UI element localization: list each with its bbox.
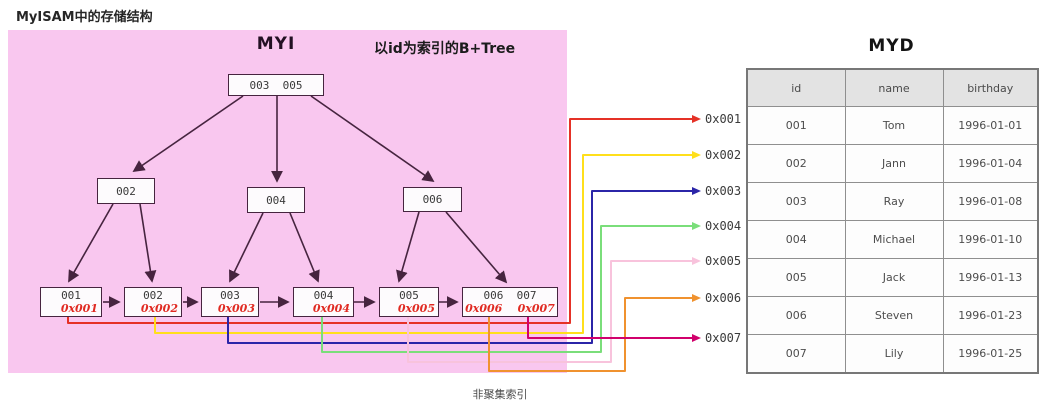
record-pointer-arrowheads bbox=[692, 115, 701, 342]
table-cell: 004 bbox=[746, 220, 846, 259]
column-header-name: name bbox=[844, 68, 944, 107]
table-header-row: id name birthday bbox=[746, 68, 1039, 107]
leaf-key: 005 bbox=[399, 289, 419, 302]
table-cell: Lily bbox=[844, 334, 944, 374]
btree-leaf-node: 002 0x002 bbox=[124, 287, 182, 317]
table-cell: Jack bbox=[844, 258, 944, 297]
leaf-record-address: 0x005 bbox=[397, 302, 435, 315]
table-cell: Michael bbox=[844, 220, 944, 259]
leaf-record-address: 0x004 bbox=[312, 302, 350, 315]
leaf-key: 002 bbox=[143, 289, 163, 302]
btree-leaf-node: 005 0x005 bbox=[379, 287, 439, 317]
address-label: 0x004 bbox=[705, 219, 742, 233]
btree-leaf-node: 006 007 0x006 0x007 bbox=[462, 287, 558, 317]
table-cell: 1996-01-08 bbox=[942, 182, 1039, 221]
myd-file-title: MYD bbox=[868, 36, 915, 56]
btree-internal-node: 004 bbox=[247, 187, 305, 213]
diagram-caption: 非聚集索引 bbox=[472, 388, 528, 401]
table-cell: 1996-01-04 bbox=[942, 144, 1039, 183]
leaf-record-address: 0x006 0x007 bbox=[465, 302, 555, 315]
table-cell: 001 bbox=[746, 106, 846, 145]
leaf-key: 001 bbox=[61, 289, 81, 302]
table-cell: 1996-01-13 bbox=[942, 258, 1039, 297]
btree-subtitle: 以id为索引的B+Tree bbox=[374, 41, 516, 57]
address-label: 0x002 bbox=[705, 148, 742, 162]
table-cell: Ray bbox=[844, 182, 944, 221]
btree-internal-node: 006 bbox=[403, 187, 462, 212]
leaf-record-address: 0x002 bbox=[140, 302, 178, 315]
btree-root-node: 003 005 bbox=[228, 74, 324, 96]
myi-file-title: MYI bbox=[256, 34, 296, 54]
btree-leaf-node: 004 0x004 bbox=[293, 287, 354, 317]
table-cell: 006 bbox=[746, 296, 846, 335]
address-label: 0x006 bbox=[705, 291, 742, 305]
leaf-record-address: 0x003 bbox=[217, 302, 255, 315]
table-cell: 002 bbox=[746, 144, 846, 183]
table-cell: Jann bbox=[844, 144, 944, 183]
leaf-key: 006 007 bbox=[483, 289, 537, 302]
column-header-id: id bbox=[746, 68, 846, 107]
table-cell: 003 bbox=[746, 182, 846, 221]
address-label: 0x007 bbox=[705, 331, 742, 345]
leaf-key: 004 bbox=[313, 289, 334, 302]
page-title: MyISAM中的存储结构 bbox=[16, 10, 153, 25]
table-cell: 1996-01-10 bbox=[942, 220, 1039, 259]
address-label: 0x001 bbox=[705, 112, 742, 126]
leaf-record-address: 0x001 bbox=[60, 302, 98, 315]
btree-internal-node: 002 bbox=[97, 178, 155, 204]
address-label: 0x005 bbox=[705, 254, 742, 268]
table-cell: 1996-01-25 bbox=[942, 334, 1039, 374]
leaf-key: 003 bbox=[220, 289, 240, 302]
table-cell: 005 bbox=[746, 258, 846, 297]
column-header-birthday: birthday bbox=[942, 68, 1039, 107]
table-cell: Steven bbox=[844, 296, 944, 335]
table-cell: 1996-01-23 bbox=[942, 296, 1039, 335]
table-cell: Tom bbox=[844, 106, 944, 145]
record-pointer-wires bbox=[67, 118, 692, 372]
table-cell: 007 bbox=[746, 334, 846, 374]
table-cell: 1996-01-01 bbox=[942, 106, 1039, 145]
address-label: 0x003 bbox=[705, 184, 742, 198]
btree-leaf-node: 001 0x001 bbox=[40, 287, 102, 317]
btree-leaf-node: 003 0x003 bbox=[201, 287, 259, 317]
btree-edges bbox=[68, 95, 508, 284]
